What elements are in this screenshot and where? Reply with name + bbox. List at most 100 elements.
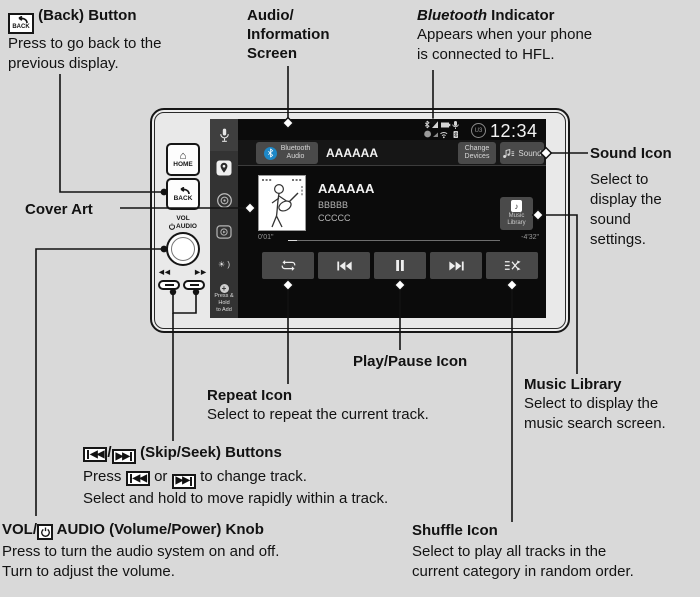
- audio-caption: AUDIO: [176, 222, 197, 230]
- brightness-shortcut[interactable]: ☀ ): [210, 248, 238, 280]
- bluetooth-audio-source-button[interactable]: Bluetooth Audio: [256, 142, 318, 164]
- track-artist: BBBBB: [318, 200, 349, 210]
- add-shortcut[interactable]: + Press & Hold to Add: [210, 280, 238, 318]
- plus-icon: +: [219, 284, 229, 293]
- back-label-title-row: BACK (Back) Button: [8, 6, 238, 34]
- voice-assistant-shortcut[interactable]: [210, 184, 238, 216]
- music-library-desc1: Select to display the: [524, 395, 659, 412]
- press-hold-line1: Press & Hold: [214, 293, 234, 306]
- bt-label-line1: Appears when your phone: [417, 26, 593, 43]
- music-library-title: Music Library: [524, 376, 622, 393]
- press-hold-text: Press & Hold to Add: [210, 293, 238, 314]
- repeat-desc: Select to repeat the current track.: [207, 406, 429, 423]
- volume-title-row: VOL/ AUDIO (Volume/Power) Knob: [2, 521, 264, 540]
- skip-forward-icon: [448, 261, 464, 270]
- skip-seek-label: ◀◀/▶▶ (Skip/Seek) Buttons Press ◀◀ or ▶▶…: [83, 443, 483, 509]
- pause-icon: [396, 260, 404, 271]
- bt-label-title-em: Bluetooth: [417, 7, 487, 24]
- skip-next-hard-button[interactable]: [183, 280, 205, 290]
- bluetooth-status-icon: [424, 120, 430, 129]
- media-app-shortcut[interactable]: [210, 216, 238, 248]
- sound-button[interactable]: Sound: [500, 142, 544, 164]
- music-library-desc2: music search screen.: [524, 415, 666, 432]
- audio-screen-line1: Audio/: [247, 7, 294, 24]
- mic-status-icon: [454, 121, 457, 126]
- change-devices-button[interactable]: Change Devices: [458, 142, 496, 164]
- skip-seek-title-row: ◀◀/▶▶ (Skip/Seek) Buttons: [83, 443, 483, 464]
- transport-controls: [262, 252, 538, 279]
- location-pin-icon: [216, 160, 232, 175]
- back-button-label: BACK (Back) Button Press to go back to t…: [8, 6, 238, 74]
- notification-count-icon: [424, 130, 431, 138]
- repeat-label: Repeat Icon Select to repeat the current…: [207, 386, 507, 425]
- back-arrow-icon: [180, 186, 190, 194]
- press-hold-line2: to Add: [216, 307, 232, 313]
- shuffle-desc1: Select to play all tracks in the: [412, 543, 607, 560]
- skip-next-caption: ▶▶: [195, 269, 207, 276]
- cover-art-label: Cover Art: [25, 201, 93, 218]
- back-button-icon: BACK: [8, 12, 34, 34]
- repeat-title: Repeat Icon: [207, 387, 293, 404]
- skip-prev-dash: [164, 284, 174, 286]
- skip-buttons-caption: ◀◀ ▶▶: [159, 268, 207, 276]
- back-label-line1: Press to go back to the: [8, 34, 162, 52]
- progress-played-segment: [288, 240, 297, 241]
- volume-knob-callout-label: VOL/ AUDIO (Volume/Power) Knob Press to …: [2, 520, 362, 582]
- progress-bar[interactable]: [288, 240, 500, 241]
- power-icon-box: [37, 524, 54, 540]
- microphone-icon: [219, 128, 229, 142]
- brightness-icon: ☀ ): [217, 259, 231, 269]
- navigation-shortcut[interactable]: [210, 151, 238, 184]
- signal-status-icon: [432, 121, 438, 128]
- remaining-time: -4'32": [521, 234, 539, 241]
- skip-next-icon-inline: ▶▶: [171, 473, 196, 489]
- volume-power-knob[interactable]: [166, 232, 200, 266]
- play-pause-label: Play/Pause Icon: [353, 352, 467, 371]
- audio-caption-row: AUDIO: [164, 223, 202, 231]
- vol-caption: VOL: [176, 215, 190, 222]
- back-hard-button[interactable]: BACK: [166, 178, 200, 210]
- shortcut-sidebar: ☀ ) + Press & Hold to Add: [210, 119, 238, 318]
- back-label-line2: previous display.: [8, 54, 119, 72]
- repeat-button[interactable]: [262, 252, 314, 279]
- home-hard-button[interactable]: ⌂ HOME: [166, 143, 200, 176]
- skip-next-dash: [189, 284, 199, 286]
- shuffle-icon: [504, 260, 521, 271]
- shuffle-button[interactable]: [486, 252, 538, 279]
- skip-back-icon: [336, 261, 352, 270]
- volume-title: AUDIO (Volume/Power) Knob: [56, 521, 264, 538]
- repeat-icon: [281, 260, 295, 271]
- music-library-button[interactable]: ♪ Music Library: [500, 197, 533, 230]
- volume-desc2: Turn to adjust the volume.: [2, 563, 175, 580]
- sound-label-line4: settings.: [590, 231, 646, 248]
- skip-prev-hard-button[interactable]: [158, 280, 180, 290]
- audio-screen-label: Audio/ Information Screen: [247, 6, 367, 63]
- bt-label-line2: is connected to HFL.: [417, 46, 555, 63]
- skip-seek-line2: Select and hold to move rapidly within a…: [83, 489, 389, 507]
- volume-knob-label: VOL AUDIO: [164, 215, 202, 230]
- back-arrow-icon: [18, 16, 28, 24]
- skip-prev-icon-inline: ◀◀: [125, 471, 150, 486]
- voice-shortcut[interactable]: [210, 119, 238, 151]
- bluetooth-indicator-label: Bluetooth Indicator Appears when your ph…: [417, 6, 647, 65]
- skip-prev-caption: ◀◀: [159, 269, 171, 276]
- back-icon-caption: BACK: [12, 24, 30, 30]
- skip-seek-title: (Skip/Seek) Buttons: [140, 444, 282, 461]
- track-title: AAAAAA: [318, 181, 375, 196]
- skip-back-button[interactable]: [318, 252, 370, 279]
- shuffle-label: Shuffle Icon Select to play all tracks i…: [412, 521, 697, 582]
- audio-screen-line2: Information: [247, 26, 330, 43]
- sound-notes-icon: [503, 148, 515, 158]
- callout-back-line: [59, 74, 162, 193]
- cover-art: [258, 175, 306, 231]
- skip-forward-button[interactable]: [430, 252, 482, 279]
- sound-icon-label: Sound Icon Select to display the sound s…: [590, 144, 695, 250]
- house-icon: ⌂: [179, 150, 187, 162]
- skip-seek-line1: Press ◀◀ or ▶▶ to change track.: [83, 467, 483, 489]
- back-button-caption: BACK: [173, 194, 193, 202]
- bluetooth-audio-label: Bluetooth Audio: [280, 145, 311, 160]
- shuffle-desc2: current category in random order.: [412, 563, 634, 580]
- play-pause-button[interactable]: [374, 252, 426, 279]
- roaming-status-icon: [433, 132, 438, 137]
